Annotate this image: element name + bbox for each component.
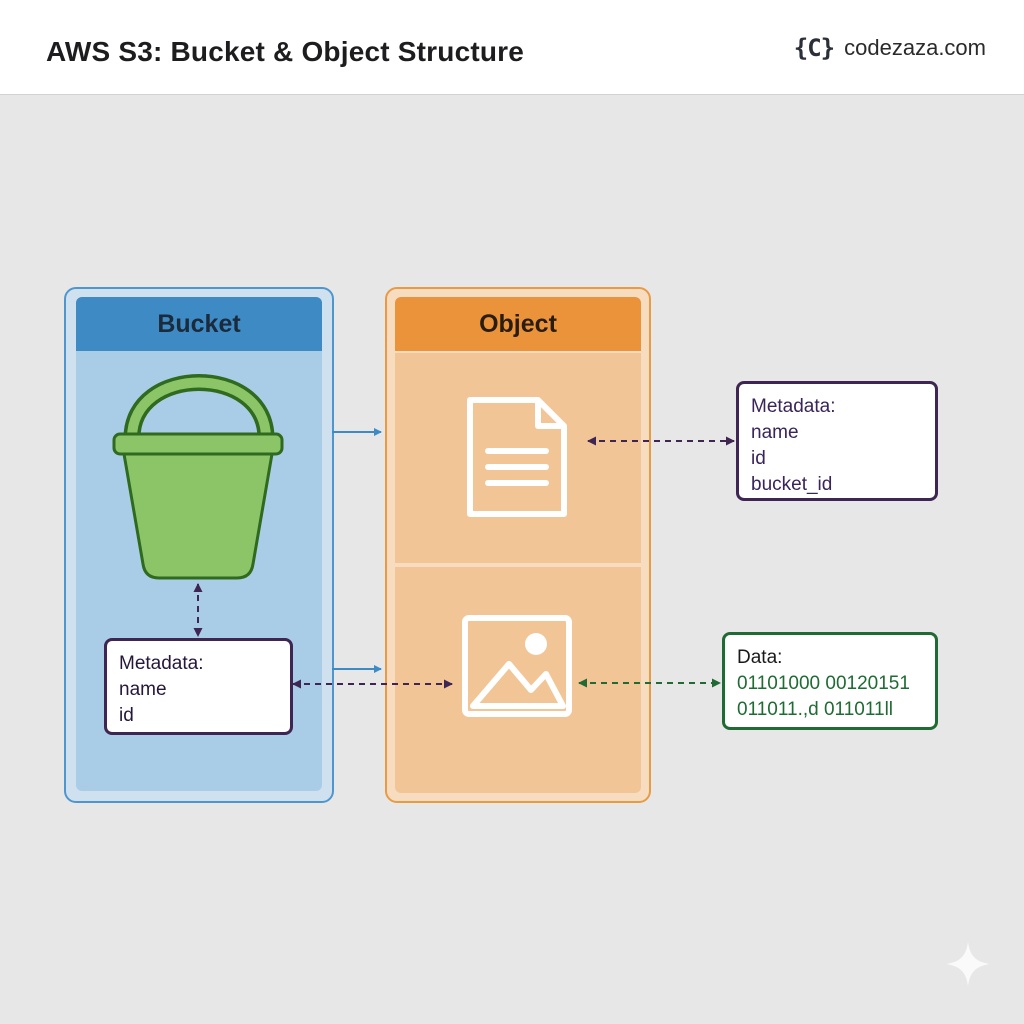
bucket-metadata-field-name: name bbox=[119, 679, 167, 700]
bucket-metadata-title: Metadata: bbox=[119, 653, 204, 674]
brand-name: codezaza.com bbox=[844, 35, 986, 60]
object-data-line: 011011.,d 011011ll bbox=[737, 699, 894, 720]
object-metadata-field-bucket-id: bucket_id bbox=[751, 474, 833, 495]
object-heading: Object bbox=[395, 297, 641, 351]
object-metadata-field-id: id bbox=[751, 448, 766, 469]
page-title: AWS S3: Bucket & Object Structure bbox=[46, 36, 525, 67]
bucket-heading: Bucket bbox=[76, 297, 322, 351]
bucket-icon bbox=[112, 374, 284, 580]
object-data-box: Data: 01101000 00120151 011011.,d 011011… bbox=[722, 632, 938, 730]
header-bar: AWS S3: Bucket & Object Structure {C} co… bbox=[0, 0, 1024, 95]
bucket-metadata-box: Metadata: name id bbox=[104, 638, 293, 735]
object-data-title: Data: bbox=[737, 647, 783, 668]
bucket-metadata-field-id: id bbox=[119, 705, 134, 726]
object-metadata-field-name: name bbox=[751, 422, 799, 443]
document-icon bbox=[467, 397, 567, 517]
sparkle-icon bbox=[946, 942, 990, 986]
object-document-cell bbox=[395, 353, 641, 563]
brand-logo-icon: {C} bbox=[793, 34, 835, 62]
object-metadata-box: Metadata: name id bucket_id bbox=[736, 381, 938, 501]
image-icon bbox=[462, 615, 572, 717]
object-panel: Object bbox=[385, 287, 651, 803]
object-metadata-title: Metadata: bbox=[751, 396, 836, 417]
brand[interactable]: {C} codezaza.com bbox=[794, 34, 986, 62]
object-data-line: 01101000 00120151 bbox=[737, 673, 910, 694]
